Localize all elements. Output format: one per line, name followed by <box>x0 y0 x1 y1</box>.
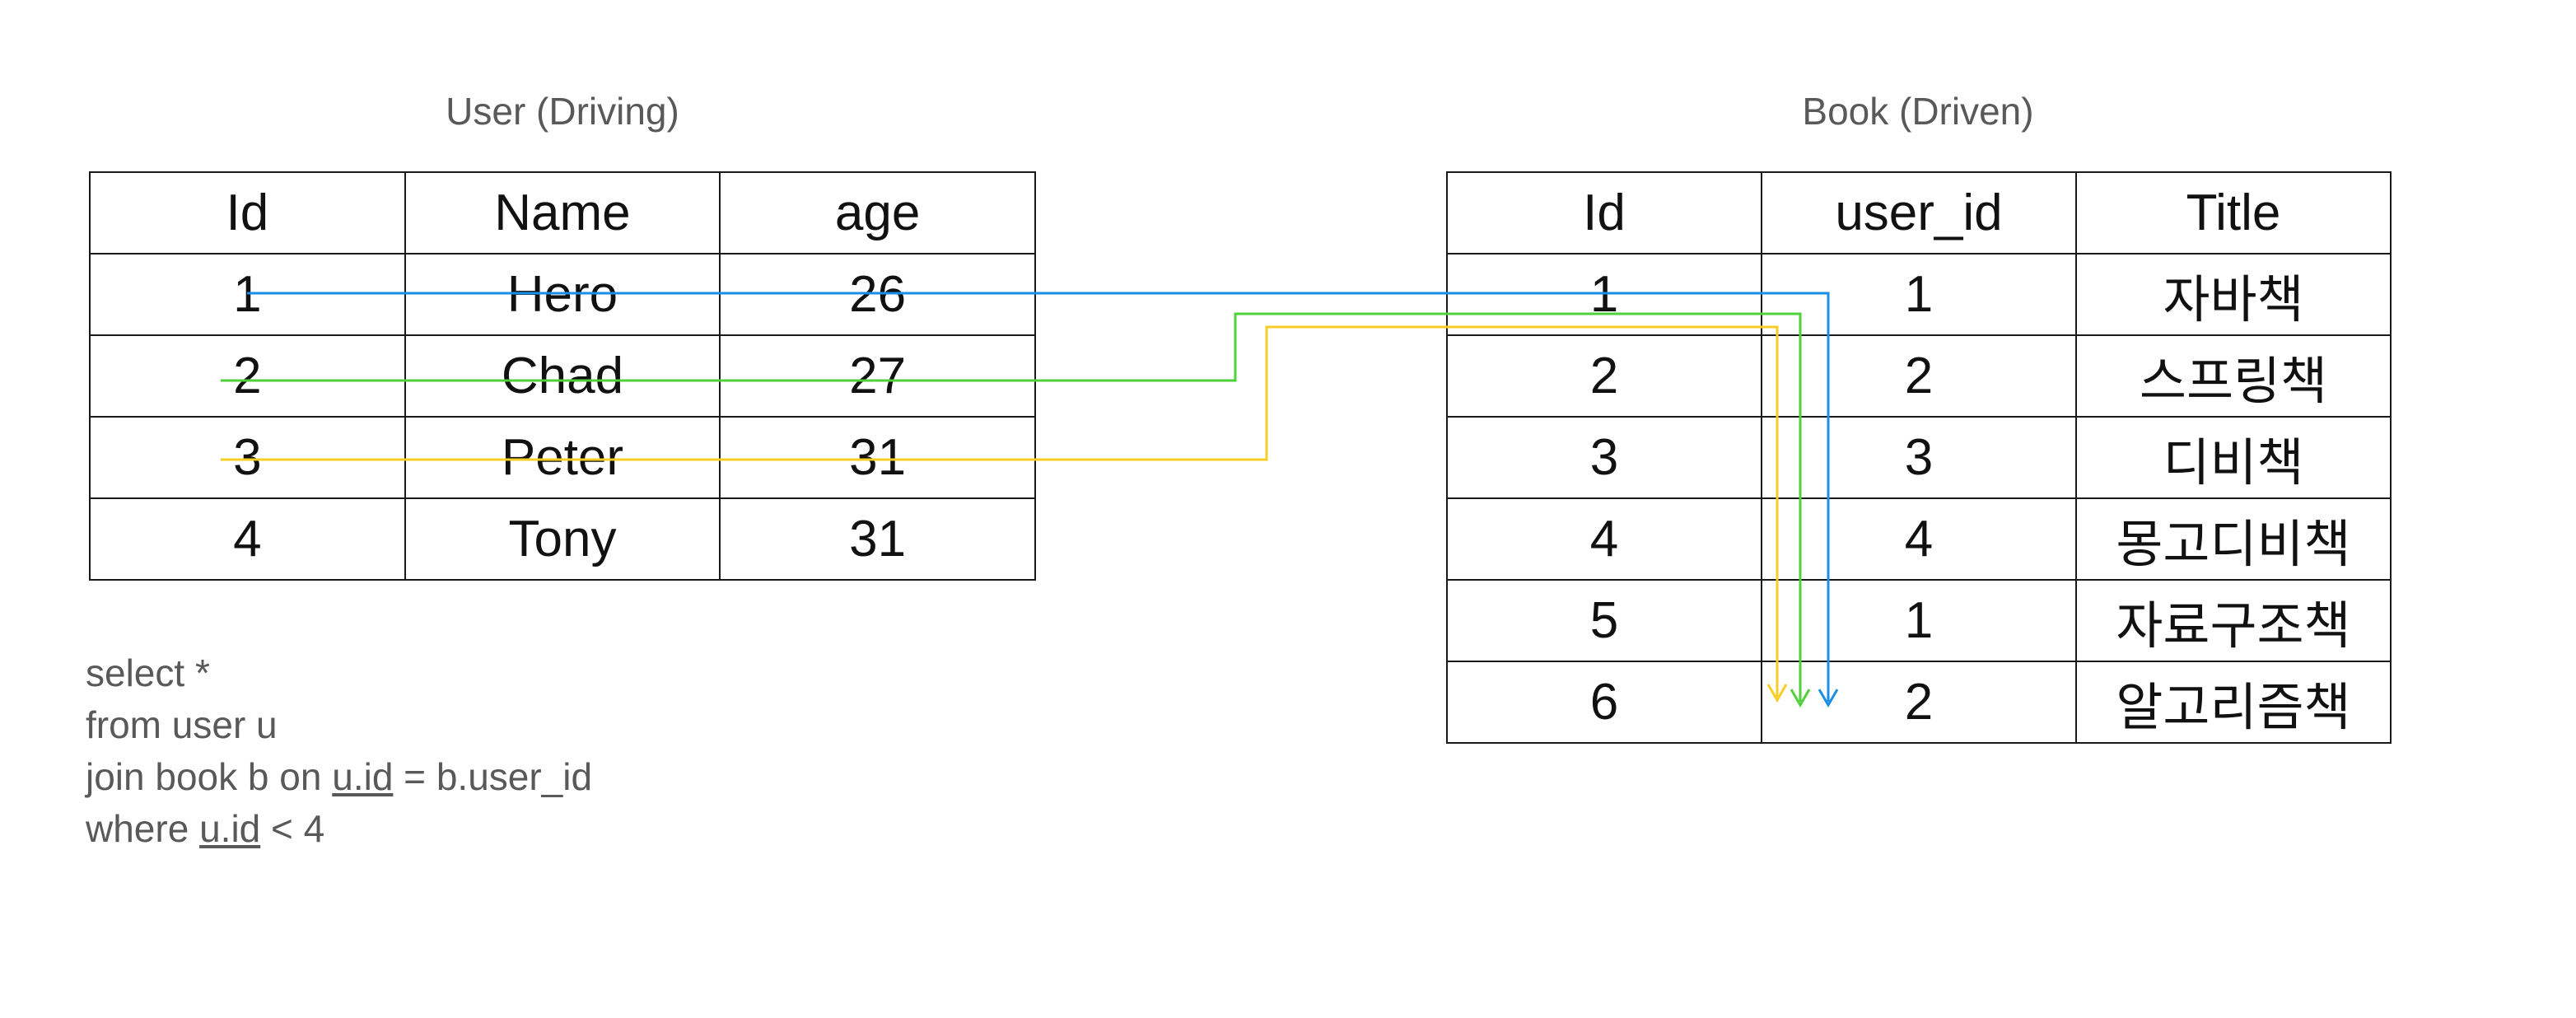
table-row: 4 Tony 31 <box>89 497 1036 581</box>
user-cell-id: 1 <box>89 253 406 336</box>
book-cell-id: 1 <box>1446 253 1762 336</box>
user-cell-name: Tony <box>404 497 721 581</box>
table-row: 2 Chad 27 <box>89 334 1036 418</box>
user-cell-name: Hero <box>404 253 721 336</box>
user-table-caption: User (Driving) <box>446 90 679 133</box>
sql-where-column: u.id <box>199 807 261 850</box>
book-table: Id user_id Title 1 1 자바책 2 2 스프링책 3 3 디비… <box>1446 171 2392 744</box>
table-row: 3 3 디비책 <box>1446 416 2392 499</box>
sql-line-join: join book b on u.id = b.user_id <box>86 755 592 798</box>
book-cell-user-id: 3 <box>1761 416 2077 499</box>
table-row: 3 Peter 31 <box>89 416 1036 499</box>
table-row: 1 1 자바책 <box>1446 253 2392 336</box>
book-cell-user-id: 2 <box>1761 661 2077 744</box>
book-cell-title: 몽고디비책 <box>2075 497 2392 581</box>
user-header-id: Id <box>89 171 406 254</box>
user-table: Id Name age 1 Hero 26 2 Chad 27 3 Peter … <box>89 171 1036 581</box>
user-cell-name: Chad <box>404 334 721 418</box>
sql-line-from: from user u <box>86 703 278 746</box>
book-cell-id: 6 <box>1446 661 1762 744</box>
book-header-row: Id user_id Title <box>1446 171 2392 254</box>
user-cell-id: 3 <box>89 416 406 499</box>
user-cell-age: 27 <box>719 334 1036 418</box>
book-cell-title: 디비책 <box>2075 416 2392 499</box>
table-row: 4 4 몽고디비책 <box>1446 497 2392 581</box>
book-cell-id: 5 <box>1446 579 1762 662</box>
user-cell-id: 2 <box>89 334 406 418</box>
user-header-name: Name <box>404 171 721 254</box>
book-cell-id: 3 <box>1446 416 1762 499</box>
user-cell-age: 31 <box>719 497 1036 581</box>
book-cell-user-id: 1 <box>1761 579 2077 662</box>
user-cell-name: Peter <box>404 416 721 499</box>
book-header-title: Title <box>2075 171 2392 254</box>
user-header-age: age <box>719 171 1036 254</box>
book-header-id: Id <box>1446 171 1762 254</box>
table-row: 6 2 알고리즘책 <box>1446 661 2392 744</box>
user-cell-id: 4 <box>89 497 406 581</box>
book-cell-title: 자료구조책 <box>2075 579 2392 662</box>
sql-where-suffix: < 4 <box>260 807 325 850</box>
sql-join-prefix: join book b on <box>86 755 333 798</box>
book-cell-user-id: 4 <box>1761 497 2077 581</box>
sql-line-select: select * <box>86 651 210 694</box>
book-cell-title: 자바책 <box>2075 253 2392 336</box>
table-row: 2 2 스프링책 <box>1446 334 2392 418</box>
sql-line-where: where u.id < 4 <box>86 807 324 850</box>
user-header-row: Id Name age <box>89 171 1036 254</box>
book-cell-id: 2 <box>1446 334 1762 418</box>
table-row: 5 1 자료구조책 <box>1446 579 2392 662</box>
sql-query: select * from user u join book b on u.id… <box>86 647 592 855</box>
book-cell-id: 4 <box>1446 497 1762 581</box>
book-table-caption: Book (Driven) <box>1802 90 2034 133</box>
book-cell-title: 스프링책 <box>2075 334 2392 418</box>
book-cell-user-id: 1 <box>1761 253 2077 336</box>
user-cell-age: 31 <box>719 416 1036 499</box>
user-cell-age: 26 <box>719 253 1036 336</box>
sql-where-prefix: where <box>86 807 200 850</box>
book-cell-title: 알고리즘책 <box>2075 661 2392 744</box>
book-header-user-id: user_id <box>1761 171 2077 254</box>
book-cell-user-id: 2 <box>1761 334 2077 418</box>
sql-join-suffix: = b.user_id <box>393 755 593 798</box>
sql-join-column: u.id <box>332 755 394 798</box>
table-row: 1 Hero 26 <box>89 253 1036 336</box>
